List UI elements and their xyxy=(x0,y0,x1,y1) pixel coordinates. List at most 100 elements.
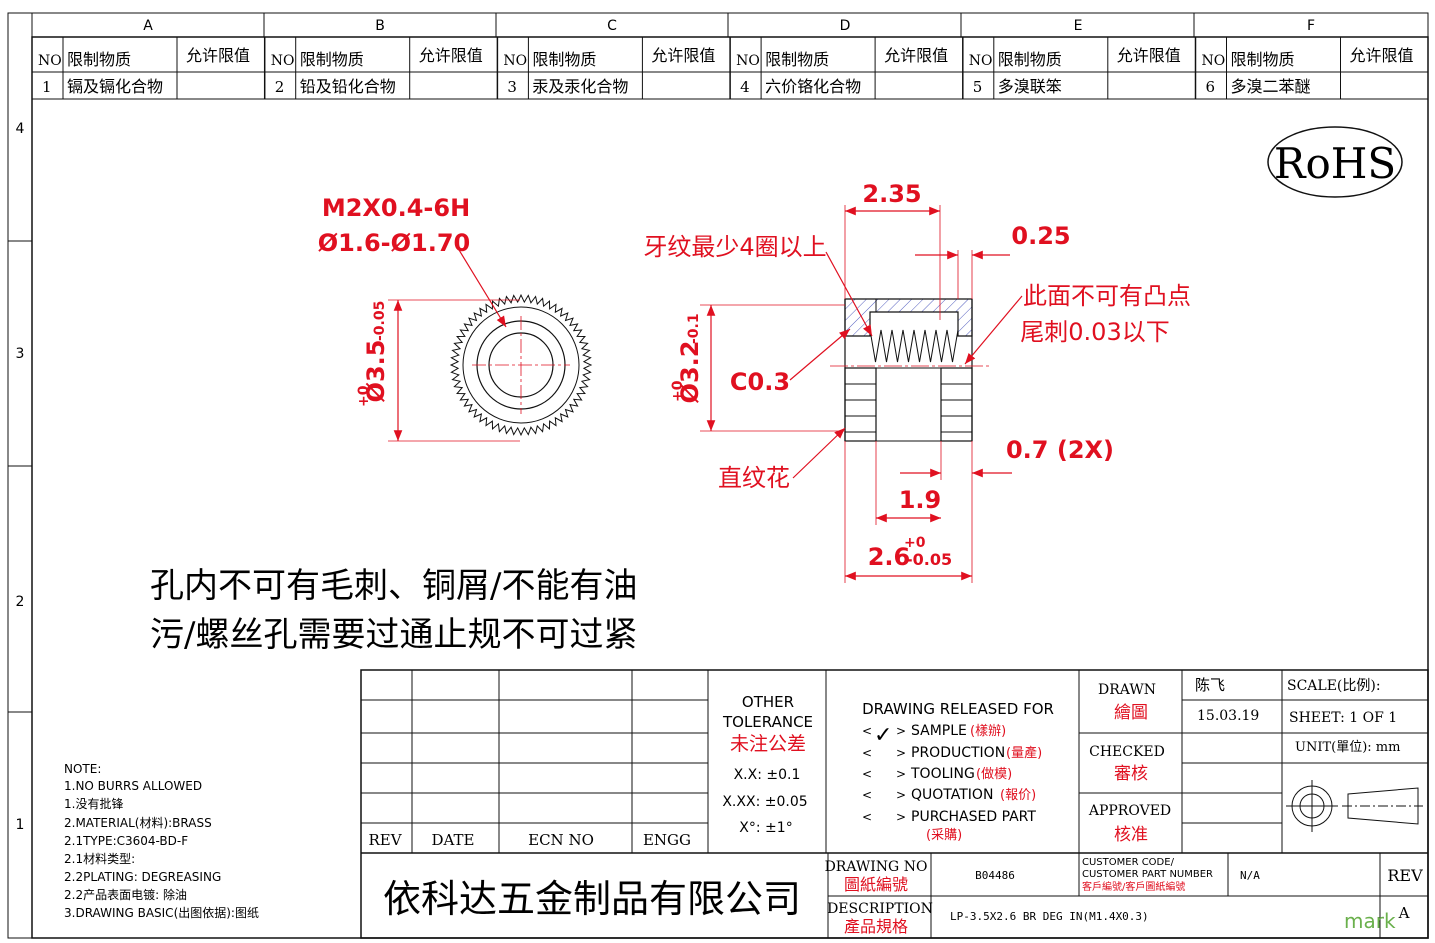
total-tol-upper: +0 xyxy=(904,535,926,551)
checked-label: CHECKED xyxy=(1089,744,1165,760)
table-header-limit: 允许限值 xyxy=(884,46,948,65)
side-view: 2.35 0.25 牙纹最少4圈以上 此面不可有凸点 尾刺0.03以下 Ø3.2… xyxy=(643,180,1191,583)
release-title: DRAWING RELEASED FOR xyxy=(862,700,1054,718)
body-tol-upper: +0 xyxy=(670,380,686,402)
approved-label: APPROVED xyxy=(1088,803,1171,819)
table-header-no: NO xyxy=(969,53,993,69)
zone-row-1: 1 xyxy=(16,817,25,833)
table-cell-substance: 六价铬化合物 xyxy=(765,77,861,96)
table-cell-substance: 多溴联笨 xyxy=(998,77,1062,96)
table-header-substance: 限制物质 xyxy=(300,50,364,69)
outer-tol-upper: +0 xyxy=(356,385,372,407)
zone-row-2: 2 xyxy=(16,594,25,610)
outer-tol-lower: -0.05 xyxy=(372,301,388,341)
tolerance-angle: X°: ±1° xyxy=(739,820,792,836)
table-header-substance: 限制物质 xyxy=(532,50,596,69)
signoff-block: DRAWN 繪圖 陈飞 15.03.19 CHECKED 審核 APPROVED… xyxy=(1079,670,1428,853)
approved-label-cn: 核准 xyxy=(1114,825,1148,845)
notes-block: NOTE: 1.NO BURRS ALLOWED 1.没有批锋 2.MATERI… xyxy=(64,762,259,920)
note-line: 2.1材料类型: xyxy=(64,852,135,866)
dim-0-7-2x: 0.7 (2X) xyxy=(1006,436,1114,464)
table-header-substance: 限制物质 xyxy=(998,50,1062,69)
tolerance-title-1: OTHER xyxy=(742,693,794,711)
ecn-header: ECN NO xyxy=(528,831,594,849)
table-header-no: NO xyxy=(503,53,527,69)
note-line: 1.NO BURRS ALLOWED xyxy=(64,779,202,793)
checked-label-cn: 審核 xyxy=(1114,764,1148,784)
svg-text:<: < xyxy=(862,810,872,824)
table-header-substance: 限制物质 xyxy=(765,50,829,69)
thread-note: 牙纹最少4圈以上 xyxy=(643,233,826,261)
tolerance-x-xx: X.XX: ±0.05 xyxy=(722,794,807,810)
zone-row-4: 4 xyxy=(16,121,25,137)
sample-check-mark: ✓ xyxy=(874,723,892,748)
unit-label: UNIT(單位): mm xyxy=(1295,740,1400,755)
svg-text:>: > xyxy=(896,724,906,738)
drawn-label: DRAWN xyxy=(1098,682,1156,698)
release-option-sample-cn: (樣辦) xyxy=(970,724,1006,739)
title-block: REV DATE ECN NO ENGG OTHER TOLERANCE 未注公… xyxy=(360,669,1429,939)
knurl-bars xyxy=(844,367,973,442)
sheet-label: SHEET: 1 OF 1 xyxy=(1289,710,1397,726)
revision-table: REV DATE ECN NO ENGG xyxy=(361,670,1428,854)
table-header-limit: 允许限值 xyxy=(419,46,483,65)
bottom-rows: 依科达五金制品有限公司 DRAWING NO 圖紙編號 B04486 CUSTO… xyxy=(383,853,1428,938)
release-option-production-cn: (量產) xyxy=(1006,745,1042,761)
watermark: mark xyxy=(1344,909,1396,933)
note-line: 1.没有批锋 xyxy=(64,796,123,811)
table-header-no: NO xyxy=(1202,53,1226,69)
description-value: LP-3.5X2.6 BR DEG IN(M1.4X0.3) xyxy=(950,910,1149,923)
zone-col-f: F xyxy=(1307,18,1315,34)
tolerance-title-2: TOLERANCE xyxy=(722,713,813,731)
description-label-cn: 產品規格 xyxy=(844,917,908,936)
front-view: M2X0.4-6H Ø1.6-Ø1.70 Ø3.5 +0 -0.05 xyxy=(318,194,593,442)
release-option-quotation-cn: (報价) xyxy=(1000,788,1036,803)
rohs-logo: RoHS xyxy=(1267,126,1403,198)
drawn-date: 15.03.19 xyxy=(1197,708,1259,724)
note-line: 2.2产品表面电镀: 除油 xyxy=(64,887,187,902)
table-cell-no: 2 xyxy=(275,78,285,96)
tolerance-x-x: X.X: ±0.1 xyxy=(734,767,801,783)
table-header-no: NO xyxy=(736,53,760,69)
total-tol-lower: -0.05 xyxy=(906,550,952,569)
zone-col-c: C xyxy=(607,18,617,34)
table-header-limit: 允许限值 xyxy=(1117,46,1181,65)
svg-text:<: < xyxy=(862,767,872,781)
tolerance-block: OTHER TOLERANCE 未注公差 X.X: ±0.1 X.XX: ±0.… xyxy=(722,670,827,853)
drawn-by: 陈飞 xyxy=(1195,676,1225,694)
section-hatch xyxy=(844,298,973,337)
release-option-tooling: TOOLING xyxy=(910,766,975,782)
note-line: NOTE: xyxy=(64,762,101,776)
drawing-no-label-cn: 圖紙編號 xyxy=(844,875,908,894)
table-header-limit: 允许限值 xyxy=(186,46,250,65)
drawing-no-label: DRAWING NO xyxy=(825,859,928,875)
rev-label: REV xyxy=(1387,866,1423,885)
svg-text:<: < xyxy=(862,788,872,802)
table-cell-substance: 镉及镉化合物 xyxy=(67,77,163,96)
face-note-1: 此面不可有凸点 xyxy=(1023,282,1191,310)
release-block: DRAWING RELEASED FOR <> ✓ SAMPLE (樣辦) <>… xyxy=(862,670,1080,853)
svg-text:>: > xyxy=(896,767,906,781)
table-cell-substance: 多溴二苯醚 xyxy=(1231,77,1311,96)
note-line: 2.MATERIAL(材料):BRASS xyxy=(64,816,212,830)
body-tol-lower: -0.1 xyxy=(686,313,702,344)
release-option-purchased-cn: (采購) xyxy=(926,828,962,843)
drawing-no-value: B04486 xyxy=(975,869,1015,882)
release-option-purchased: PURCHASED PART xyxy=(911,809,1036,825)
face-note-2: 尾刺0.03以下 xyxy=(1020,318,1169,346)
svg-text:>: > xyxy=(896,746,906,760)
main-note-line2: 污/螺丝孔需要过通止规不可过紧 xyxy=(150,615,637,655)
table-header-limit: 允许限值 xyxy=(1350,46,1414,65)
scale-label: SCALE(比例): xyxy=(1287,678,1381,694)
table-cell-no: 6 xyxy=(1206,78,1216,96)
knurl-note: 直纹花 xyxy=(718,464,790,492)
zone-row-labels: 4 3 2 1 xyxy=(16,121,25,833)
release-option-production: PRODUCTION xyxy=(911,745,1005,761)
main-note-line1: 孔内不可有毛刺、铜屑/不能有油 xyxy=(150,566,637,606)
table-header-limit: 允许限值 xyxy=(651,46,715,65)
dim-2-35: 2.35 xyxy=(862,180,921,208)
table-cell-no: 3 xyxy=(507,78,517,96)
company-name: 依科达五金制品有限公司 xyxy=(383,877,801,921)
main-note: 孔内不可有毛刺、铜屑/不能有油 污/螺丝孔需要过通止规不可过紧 xyxy=(150,566,637,655)
